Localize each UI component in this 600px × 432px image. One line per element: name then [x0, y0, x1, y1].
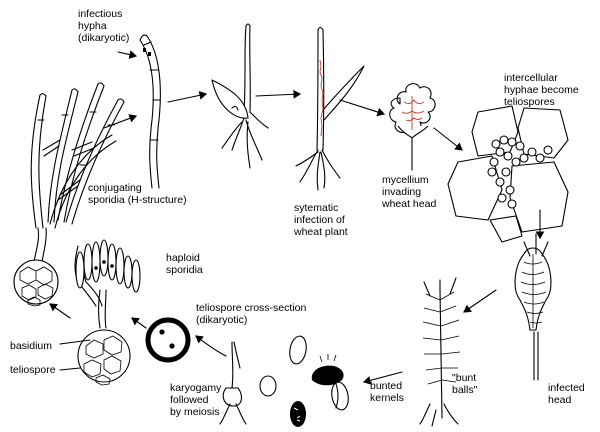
- mycelium-wheat-head-drawing: [389, 83, 436, 171]
- infected-head-drawing: [514, 233, 552, 381]
- label-intercellular-hyphae: intercellular hyphae become teliospores: [504, 72, 579, 108]
- arrow-seedling-to-plant: [255, 89, 302, 99]
- label-basidium: basidium: [10, 340, 53, 352]
- label-mycelium-wheat-head: mycellium invading wheat head: [382, 174, 437, 210]
- label-conjugating-sporidia: conjugating sporidia (H-structure): [88, 182, 187, 206]
- arrow-head-to-teliospores: [433, 127, 463, 151]
- arrow-plant-to-head: [339, 99, 386, 117]
- intercellular-teliospores-drawing: [447, 105, 569, 243]
- arrow-seedling-to-cross-section: [195, 335, 227, 357]
- label-teliospore: teliospore: [10, 364, 56, 376]
- leader-teliospore: [59, 367, 81, 371]
- label-systemic-infection: sytematic infection of wheat plant: [294, 202, 348, 238]
- arrow-bunt-balls-to-kernels: [362, 371, 403, 385]
- cycle-arrows: [49, 50, 545, 385]
- arrow-sporidia-to-hypha: [103, 114, 138, 129]
- basidium-sporidia-drawing: [74, 239, 141, 386]
- label-bunt-balls: "bunt balls": [452, 372, 478, 396]
- bunt-balls-spike-drawing: [419, 277, 461, 427]
- arrow-infected-head-to-bunt-balls: [463, 289, 497, 313]
- label-karyogamy-meiosis: karyogamy followed by meiosis: [170, 382, 222, 418]
- label-teliospore-cross-section: teliospore cross-section (dikaryotic): [196, 302, 307, 326]
- label-haploid-sporidia: haploid sporidia: [166, 252, 203, 276]
- label-infectious-hypha: infectious hypha (dikaryotic): [78, 8, 130, 44]
- arrow-cross-section-to-sporidia: [131, 317, 147, 329]
- arrow-hypha-to-seedling: [167, 91, 208, 103]
- seedling-drawing: [211, 23, 269, 169]
- teliospore-chain: [487, 135, 553, 209]
- karyogamy-seedling-drawing: [219, 341, 247, 425]
- arrow-label-hypha: [117, 50, 138, 59]
- leader-basidium: [59, 339, 91, 345]
- conjugating-sporidia-drawing: [13, 82, 125, 307]
- label-infected-head: infected head: [548, 382, 585, 406]
- bunted-kernels-drawing: [259, 335, 349, 427]
- arrow-sporidia-to-basidium: [49, 303, 71, 319]
- label-bunted-kernels: bunted kernels: [370, 380, 404, 404]
- teliospore-cross-section-drawing: [145, 317, 191, 363]
- systemic-infection-plant-drawing: [295, 26, 365, 191]
- infectious-hypha-drawing: [139, 34, 161, 189]
